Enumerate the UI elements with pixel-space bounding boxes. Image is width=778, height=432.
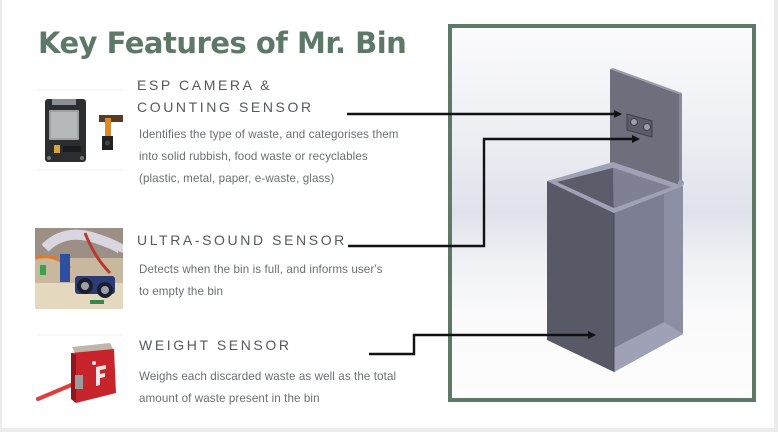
feature-description-weight: Weighs each discarded waste as well as t… (139, 370, 397, 405)
feature-heading-weight: WEIGHT SENSOR (139, 337, 292, 353)
arrow-weight (369, 331, 596, 356)
bin-body (547, 162, 684, 372)
feature-heading-esp-camera: ESP CAMERA & COUNTING SENSOR (137, 74, 314, 118)
ultrasound-sensor-image (35, 228, 123, 309)
feature-description-esp-camera: Identifies the type of waste, and catego… (139, 128, 399, 185)
feature-description-ultrasound: Detects when the bin is full, and inform… (139, 263, 383, 298)
feature-heading-ultrasound: ULTRA-SOUND SENSOR (137, 232, 347, 248)
slide-title: Key Features of Mr. Bin (38, 26, 407, 60)
heading-line-1: ESP CAMERA & (137, 77, 273, 93)
heading-line-2: COUNTING SENSOR (137, 99, 314, 115)
bin-back-panel (610, 68, 682, 187)
weight-sensor-image (36, 333, 124, 419)
esp-camera-image (36, 88, 124, 172)
arrow-ultrasound (348, 135, 640, 248)
